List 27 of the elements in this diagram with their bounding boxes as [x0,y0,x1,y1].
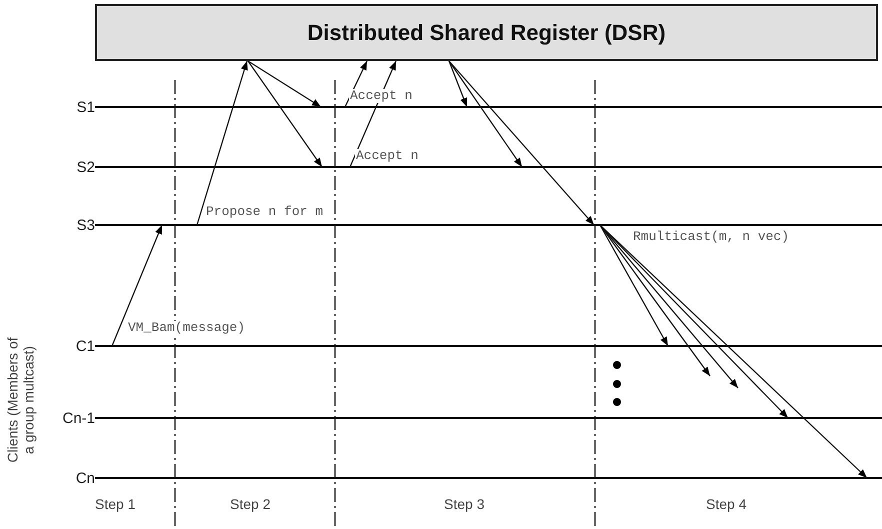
message-arrow [600,224,710,376]
process-name: S2 [76,158,95,176]
axis-title: Clients (Members of a group multcast) [4,336,36,465]
step-label: Step 2 [230,496,270,512]
step-label: Step 4 [706,496,746,512]
process-name: S1 [76,98,95,116]
message-arrow [448,60,522,168]
message-arrow [599,224,669,346]
message-arrow [600,224,738,388]
annotation-text: Rmulticast(m, n vec) [633,229,790,244]
process-name: Cn-1 [61,410,95,426]
message-arrow [248,60,322,108]
message-arrow [448,60,468,108]
message-arrow [448,60,594,226]
step-label: Step 3 [444,496,484,512]
edge-label: Accept n [355,149,420,163]
process-name: Cn [74,470,95,486]
edge-label: Accept n [349,89,414,103]
process-name: S3 [76,216,95,234]
process-name: C1 [74,338,95,354]
edge-label: Propose n for m [205,205,324,219]
message-arrow [196,60,248,226]
register-box: Distributed Shared Register (DSR) [95,4,878,61]
message-arrow [600,224,868,478]
message-arrow [248,60,322,168]
message-arrow [111,224,163,346]
step-label: Step 1 [95,496,136,512]
